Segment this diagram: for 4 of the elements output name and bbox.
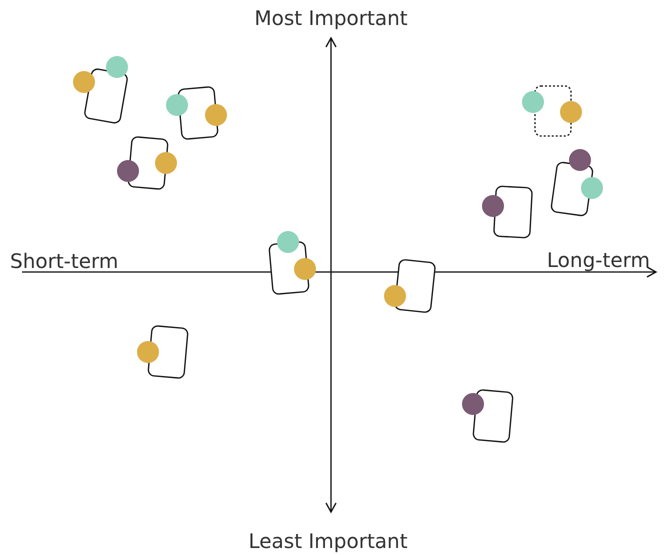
axis-label: Most Important [254, 6, 408, 30]
axis-label: Long-term [546, 248, 650, 272]
axis-label: Least Important [248, 529, 408, 553]
axis-label: Short-term [10, 249, 118, 273]
